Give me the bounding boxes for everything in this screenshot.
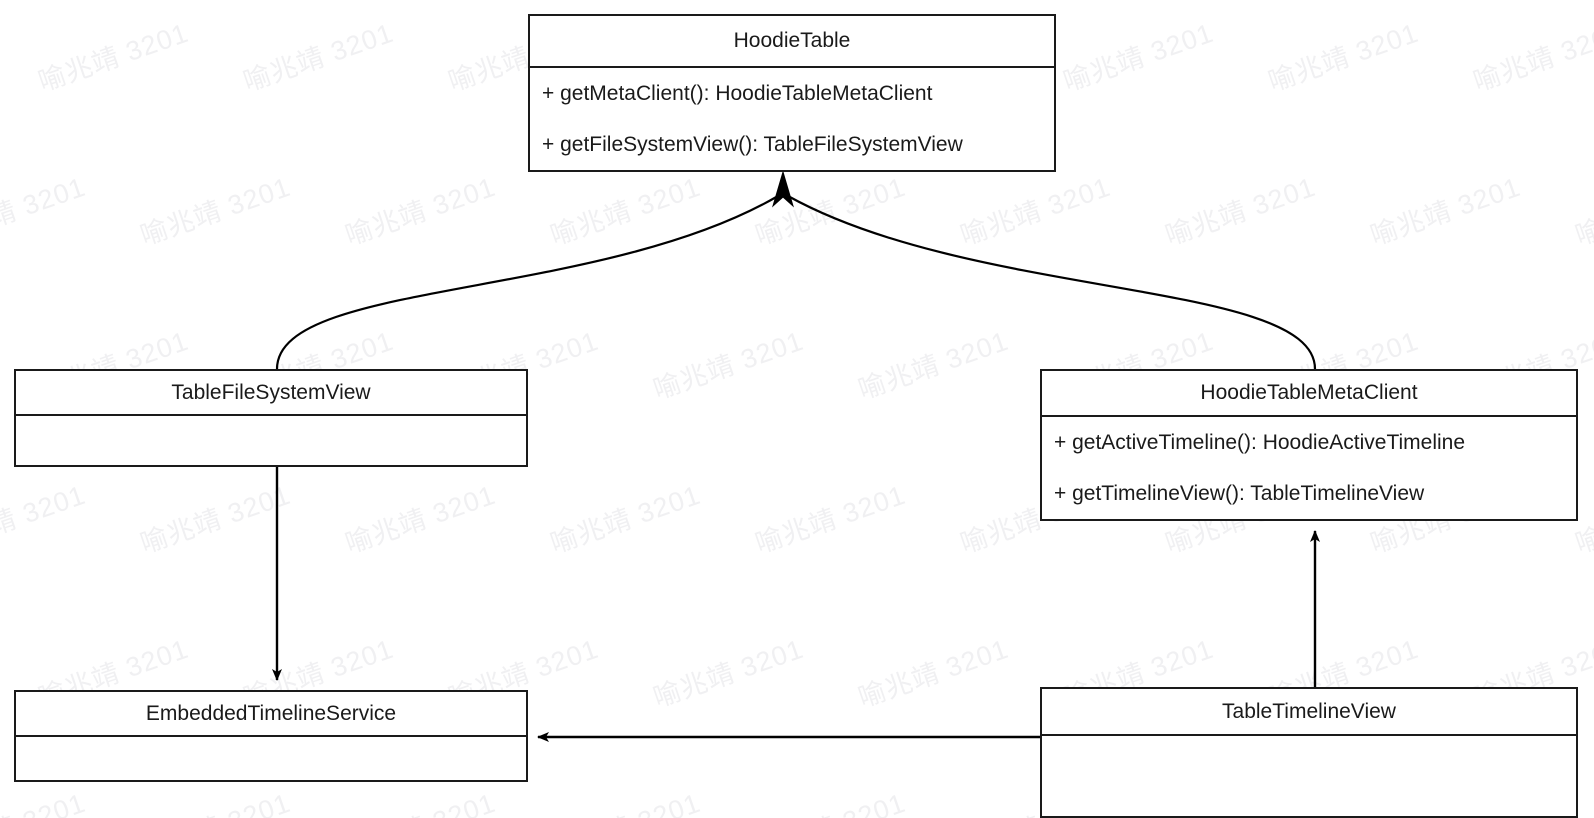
watermark-text: 喻兆靖 3201	[854, 325, 1013, 406]
watermark-text: 喻兆靖 3201	[0, 781, 90, 818]
watermark-text: 喻兆靖 3201	[1059, 17, 1218, 98]
watermark-text: 喻兆靖 3201	[956, 171, 1115, 252]
watermark-text: 喻兆靖 3201	[341, 479, 500, 560]
class-members-hoodie-table: + getMetaClient(): HoodieTableMetaClient…	[530, 68, 1054, 170]
watermark-text: 喻兆靖 3201	[1571, 172, 1594, 252]
class-members-embedded-timeline-service	[16, 737, 526, 780]
class-box-embedded-timeline-service[interactable]: EmbeddedTimelineService	[14, 690, 528, 782]
watermark-text: 喻兆靖 3201	[1366, 171, 1525, 252]
watermark-text: 喻兆靖 3201	[341, 171, 500, 252]
watermark-text: 喻兆靖 3201	[339, 781, 500, 818]
watermark-text: 喻兆靖 3201	[649, 633, 808, 714]
watermark-text: 喻兆靖 3201	[751, 171, 910, 252]
relation-fsview-to-hoodietable	[275, 195, 779, 370]
class-members-hoodie-table-meta-client: + getActiveTimeline(): HoodieActiveTimel…	[1042, 417, 1576, 519]
watermark-text: 喻兆靖 3201	[546, 171, 705, 252]
class-member: + getMetaClient(): HoodieTableMetaClient	[542, 81, 933, 105]
class-name-embedded-timeline-service: EmbeddedTimelineService	[16, 692, 526, 737]
watermark-text: 喻兆靖 3201	[1469, 17, 1594, 98]
watermark-text: 喻兆靖 3201	[649, 325, 808, 406]
watermark-text: 喻兆靖 3201	[749, 781, 910, 818]
watermark-text: 喻兆靖 3201	[1161, 171, 1320, 252]
watermark-text: 喻兆靖 3201	[0, 171, 90, 252]
class-members-table-file-system-view	[16, 416, 526, 465]
watermark-text: 喻兆靖 3201	[751, 479, 910, 560]
watermark-text: 喻兆靖 3201	[854, 633, 1013, 714]
watermark-text: 喻兆靖 3201	[34, 17, 193, 98]
watermark-text: 喻兆靖 3201	[544, 781, 705, 818]
class-member: + getFileSystemView(): TableFileSystemVi…	[542, 132, 963, 156]
class-box-table-file-system-view[interactable]: TableFileSystemView	[14, 369, 528, 467]
class-name-table-timeline-view: TableTimelineView	[1042, 689, 1576, 736]
watermark-text: 喻兆靖 3201	[239, 17, 398, 98]
relation-metaclient-to-hoodietable	[787, 195, 1317, 370]
watermark-text: 喻兆靖 3201	[136, 479, 295, 560]
class-members-table-timeline-view	[1042, 736, 1576, 818]
class-name-table-file-system-view: TableFileSystemView	[16, 371, 526, 416]
watermark-text: 喻兆靖 3201	[0, 479, 90, 560]
watermark-text: 喻兆靖 3201	[1264, 17, 1423, 98]
class-member: + getTimelineView(): TableTimelineView	[1054, 481, 1425, 505]
class-name-hoodie-table: HoodieTable	[530, 16, 1054, 68]
watermark-text: 喻兆靖 3201	[136, 171, 295, 252]
class-name-hoodie-table-meta-client: HoodieTableMetaClient	[1042, 371, 1576, 417]
watermark-text: 喻兆靖 3201	[134, 781, 295, 818]
watermark-text: 喻兆靖 3201	[546, 479, 705, 560]
class-member: + getActiveTimeline(): HoodieActiveTimel…	[1054, 430, 1466, 454]
arrowhead-into-hoodietable	[772, 170, 794, 208]
class-box-hoodie-table-meta-client[interactable]: HoodieTableMetaClient + getActiveTimelin…	[1040, 369, 1578, 521]
class-box-hoodie-table[interactable]: HoodieTable + getMetaClient(): HoodieTab…	[528, 14, 1056, 172]
class-box-table-timeline-view[interactable]: TableTimelineView	[1040, 687, 1578, 818]
